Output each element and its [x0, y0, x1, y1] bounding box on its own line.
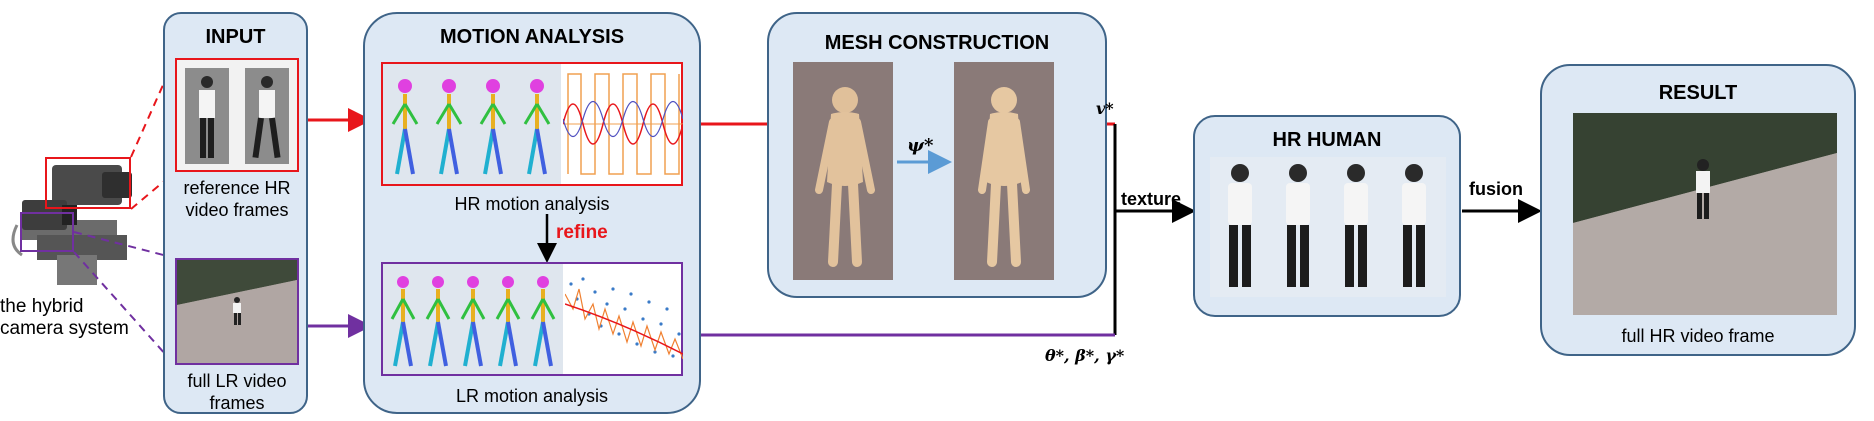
input-title: INPUT	[205, 26, 266, 48]
hr-frames-box	[175, 58, 299, 172]
hr-frame-1	[185, 68, 229, 164]
hr-human-title: HR HUMAN	[1272, 129, 1382, 151]
texture-label: texture	[1121, 189, 1182, 209]
lr-caption-line2: frames	[209, 393, 265, 413]
hr-human-1	[1228, 164, 1252, 287]
hr-skeleton-4	[523, 79, 551, 175]
lr-camera-highlight	[20, 212, 74, 252]
camera-label-line2: camera system	[0, 318, 129, 339]
lr-frames-caption: full LR video frames	[168, 370, 306, 414]
v-star-label: v*	[1096, 99, 1114, 118]
result-caption: full HR video frame	[1621, 326, 1775, 346]
params-label: θ*, β*, γ*	[1045, 346, 1125, 365]
mesh-image-after	[954, 62, 1054, 280]
hr-motion-box	[381, 62, 684, 186]
motion-title: MOTION ANALYSIS	[439, 26, 625, 48]
lr-noisy-curve	[564, 288, 684, 360]
hr-human-4	[1402, 164, 1426, 287]
psi-label: ψ*	[907, 135, 934, 156]
hr-caption-line2: video frames	[185, 200, 289, 220]
lr-dashed-connector-top	[73, 231, 176, 259]
hr-frames-caption: reference HR video frames	[168, 177, 306, 221]
hr-noisy-curve	[562, 100, 684, 138]
mesh-image-before	[793, 62, 893, 280]
hr-skeleton-3	[479, 79, 507, 175]
lr-trend-curve	[564, 303, 684, 355]
hr-smooth-curve	[562, 103, 684, 145]
hr-human-2	[1286, 164, 1310, 287]
lr-motion-box	[381, 262, 684, 376]
camera-system-illustration	[2, 150, 142, 290]
lr-skeleton-1	[390, 276, 416, 367]
result-frame-image	[1573, 113, 1837, 315]
hr-human-3	[1344, 164, 1368, 287]
lr-skeleton-5	[530, 276, 556, 367]
lr-skeleton-4	[495, 276, 521, 367]
hr-skeleton-1	[391, 79, 419, 175]
lr-caption-line1: full LR video	[187, 371, 287, 391]
camera-system-label: the hybrid camera system	[0, 296, 140, 340]
hr-caption-line1: reference HR	[183, 178, 291, 198]
lr-dashed-connector-bottom	[73, 251, 176, 366]
refine-label: refine	[556, 222, 608, 243]
hr-motion-plot	[562, 64, 684, 184]
mesh-title: MESH CONSTRUCTION	[824, 32, 1050, 54]
hr-frame-2	[245, 68, 289, 164]
hr-motion-caption: HR motion analysis	[454, 194, 610, 214]
hr-camera-highlight	[45, 157, 131, 209]
lr-skeleton-3	[460, 276, 486, 367]
hr-human-figures	[1210, 157, 1446, 297]
camera-label-line1: the hybrid	[0, 296, 84, 317]
result-walker	[1696, 159, 1710, 219]
lr-motion-caption: LR motion analysis	[455, 386, 609, 406]
hr-skeleton-2	[435, 79, 463, 175]
lr-skeleton-2	[425, 276, 451, 367]
hr-skeleton-strip	[383, 64, 561, 184]
lr-motion-plot	[564, 264, 684, 374]
result-title: RESULT	[1658, 82, 1738, 104]
lr-skeleton-strip	[383, 264, 563, 374]
lr-frames-box	[175, 258, 299, 365]
fusion-label: fusion	[1469, 179, 1523, 199]
